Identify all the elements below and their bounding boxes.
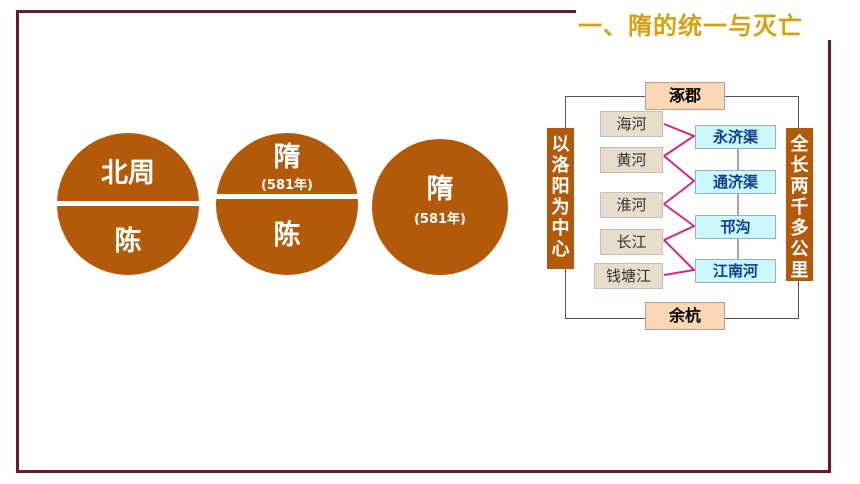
- canal-hangou: 邗沟: [695, 215, 776, 239]
- circle-sui-unified: 隋 (581年): [372, 139, 508, 275]
- river-changjiang: 长江: [600, 229, 663, 255]
- circle2-top-label: 隋: [273, 142, 301, 173]
- circle3-main-label: 隋: [426, 174, 454, 205]
- frame-right-border: [828, 40, 831, 473]
- link-haihe-huanghe-yongji: [663, 123, 697, 157]
- circle3-year: (581年): [413, 212, 467, 227]
- river-qiantangjiang: 钱塘江: [594, 263, 663, 289]
- city-zhuojun: 涿郡: [645, 82, 725, 110]
- circle1-top-label: 北周: [101, 158, 155, 189]
- circle2-divider: [216, 194, 358, 199]
- label-luoyang-center: 以洛阳为中心: [547, 128, 574, 269]
- circle1-bottom-label: 陈: [114, 226, 142, 257]
- canal-tongjiqu: 通济渠: [695, 170, 776, 194]
- total-length-text: 全长两千多公里: [790, 134, 809, 281]
- circle2-top-year: (581年): [260, 178, 314, 193]
- circle-beizhou-chen: 北周 陈: [57, 133, 199, 275]
- frame-left-border: [16, 10, 19, 472]
- city-yuhang: 余杭: [645, 302, 725, 330]
- link-changjiang-qiantang-jiangnan: [663, 239, 697, 276]
- frame-top-border: [16, 10, 576, 13]
- canal-yongjiqu: 永济渠: [695, 125, 776, 149]
- link-huanghe-huaihe-tongji: [663, 155, 696, 205]
- frame-bottom-border: [16, 470, 830, 473]
- luoyang-center-text: 以洛阳为中心: [551, 134, 570, 260]
- river-haihe: 海河: [600, 111, 663, 137]
- link-huaihe-changjiang-hangou: [663, 203, 696, 241]
- circle1-divider: [57, 201, 199, 206]
- slide-title: 一、隋的统一与灭亡: [578, 12, 803, 40]
- circle2-bottom-label: 陈: [273, 220, 301, 251]
- river-huanghe: 黄河: [600, 147, 663, 173]
- circle-sui-chen: 隋 (581年) 陈: [216, 133, 358, 275]
- canal-jiangnanhe: 江南河: [695, 259, 776, 283]
- river-huaihe: 淮河: [600, 192, 663, 218]
- label-total-length: 全长两千多公里: [786, 128, 813, 281]
